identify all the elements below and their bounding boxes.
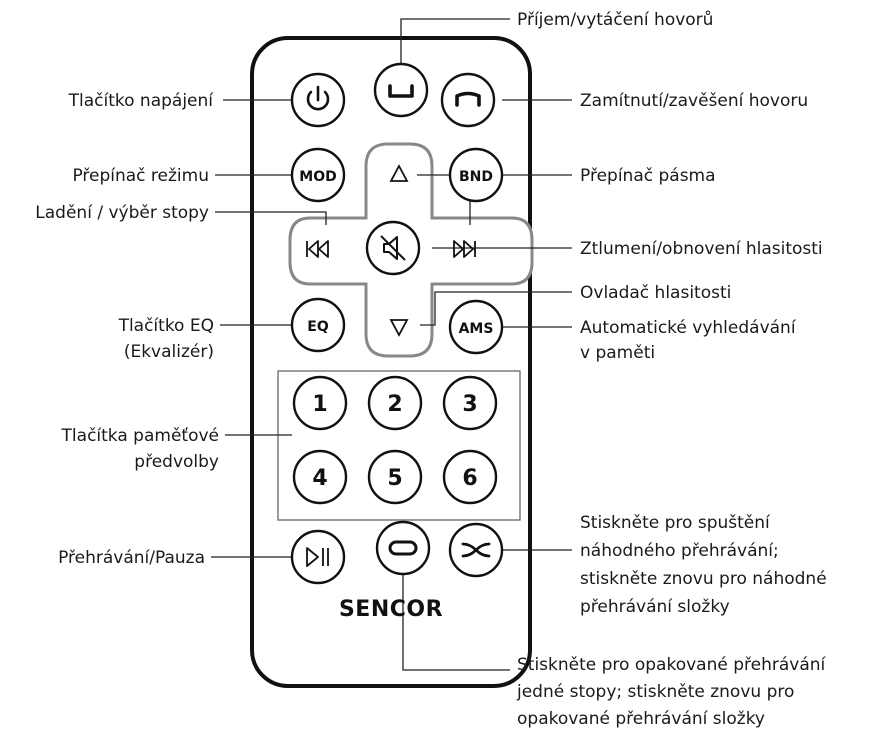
power-button[interactable] (290, 72, 346, 128)
eq-button[interactable]: EQ (290, 297, 346, 353)
label-reject-call: Zamítnutí/zavěšení hovoru (580, 91, 808, 111)
preset-button-5[interactable]: 5 (367, 449, 423, 505)
label-mode: Přepínač režimu (72, 166, 209, 186)
mode-button-label: MOD (299, 169, 336, 185)
band-button-label: BND (459, 169, 493, 185)
label-eq-line2: (Ekvalizér) (124, 342, 214, 362)
label-presets-line1: Tlačítka paměťové (61, 426, 219, 446)
preset-button-1[interactable]: 1 (292, 375, 348, 431)
mode-button[interactable]: MOD (290, 147, 346, 203)
volume-up-icon (389, 164, 409, 182)
reject-call-button[interactable] (440, 72, 496, 128)
preset-button-label: 1 (312, 392, 327, 417)
shuffle-button[interactable] (448, 522, 504, 578)
volume-down-icon (389, 319, 409, 337)
mute-button[interactable] (365, 220, 421, 276)
label-play-pause: Přehrávání/Pauza (58, 548, 205, 568)
preset-button-label: 5 (387, 466, 402, 491)
play-pause-icon (306, 547, 329, 567)
preset-button-label: 4 (312, 466, 327, 491)
label-tuning: Ladění / výběr stopy (35, 203, 209, 223)
preset-button-label: 2 (387, 392, 402, 417)
phone-answer-icon (388, 84, 414, 98)
label-repeat-line2: jedné stopy; stiskněte znovu pro (516, 682, 794, 702)
previous-track-button[interactable] (306, 240, 329, 258)
brand-logo: SENCOR (339, 597, 443, 622)
preset-box (277, 370, 521, 521)
phone-hangup-icon (455, 91, 481, 107)
answer-call-button[interactable] (373, 62, 429, 118)
ams-button[interactable]: AMS (448, 299, 504, 355)
label-volume: Ovladač hlasitosti (580, 283, 731, 303)
remote-body (250, 36, 532, 688)
label-eq-line1: Tlačítko EQ (118, 316, 214, 336)
label-answer-call: Příjem/vytáčení hovorů (517, 10, 713, 30)
label-presets-line2: předvolby (134, 452, 219, 472)
preset-button-label: 3 (462, 392, 477, 417)
label-band: Přepínač pásma (580, 166, 716, 186)
next-track-button[interactable] (453, 240, 476, 258)
preset-button-2[interactable]: 2 (367, 375, 423, 431)
volume-down-button[interactable] (389, 319, 409, 337)
mute-icon (380, 235, 406, 261)
band-button[interactable]: BND (448, 147, 504, 203)
preset-button-6[interactable]: 6 (442, 449, 498, 505)
preset-button-4[interactable]: 4 (292, 449, 348, 505)
label-ams-line1: Automatické vyhledávání (580, 318, 797, 338)
shuffle-icon (461, 542, 491, 558)
label-repeat-line1: Stiskněte pro opakované přehrávání (517, 655, 827, 675)
label-shuffle-line1: Stiskněte pro spuštění (580, 513, 771, 533)
label-shuffle-line2: náhodného přehrávání; (580, 541, 779, 561)
next-track-icon (453, 240, 476, 258)
leader-lines (211, 18, 572, 671)
preset-button-label: 6 (462, 466, 477, 491)
previous-track-icon (306, 240, 329, 258)
label-ams-line2: v paměti (580, 343, 655, 363)
label-shuffle-line4: přehrávání složky (580, 597, 730, 617)
play-pause-button[interactable] (290, 529, 346, 585)
label-shuffle-line3: stiskněte znovu pro náhodné (580, 569, 827, 589)
ams-button-label: AMS (459, 321, 494, 337)
repeat-icon (388, 540, 418, 556)
preset-button-3[interactable]: 3 (442, 375, 498, 431)
label-repeat-line3: opakované přehrávání složky (517, 709, 765, 729)
eq-button-label: EQ (307, 319, 329, 335)
label-mute: Ztlumení/obnovení hlasitosti (580, 239, 823, 259)
power-icon (306, 90, 330, 111)
volume-up-button[interactable] (389, 164, 409, 182)
repeat-button[interactable] (375, 520, 431, 576)
label-power: Tlačítko napájení (68, 91, 215, 111)
